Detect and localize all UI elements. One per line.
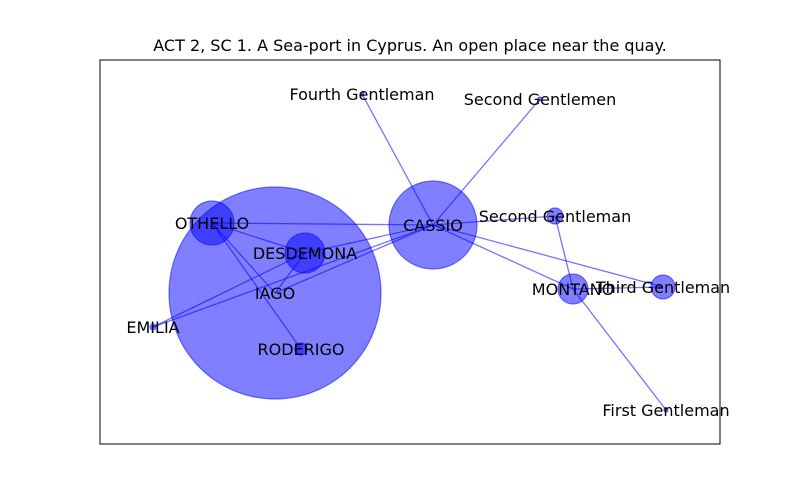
node-first-gentleman xyxy=(663,407,669,413)
node-fourth-gentleman xyxy=(359,91,365,97)
edge-montano-first-gentleman xyxy=(572,288,667,411)
node-othello xyxy=(189,200,235,246)
node-emilia xyxy=(149,323,157,331)
node-second-gentlemen xyxy=(537,96,543,102)
node-label-iago: IAGO xyxy=(255,284,295,303)
node-label-montano: MONTANO xyxy=(532,280,614,299)
node-third-gentleman xyxy=(650,274,676,300)
node-second-gentleman xyxy=(546,207,564,225)
node-label-first-gentleman: First Gentleman xyxy=(602,401,729,420)
chart-title: ACT 2, SC 1. A Sea-port in Cyprus. An op… xyxy=(153,36,667,55)
node-label-desdemona: DESDEMONA xyxy=(253,244,357,263)
plot-frame xyxy=(99,59,721,445)
node-label-fourth-gentleman: Fourth Gentleman xyxy=(289,85,434,104)
node-desdemona xyxy=(284,232,326,274)
node-label-cassio: CASSIO xyxy=(403,216,463,235)
nodes-layer xyxy=(149,91,676,413)
node-cassio xyxy=(388,180,478,270)
node-label-roderigo: RODERIGO xyxy=(258,340,345,359)
node-montano xyxy=(557,273,589,305)
node-label-emilia: EMILIA xyxy=(126,318,179,337)
node-label-third-gentleman: Third Gentleman xyxy=(595,278,730,297)
node-label-othello: OTHELLO xyxy=(175,214,249,233)
node-roderigo xyxy=(294,342,308,356)
node-label-second-gentleman: Second Gentleman xyxy=(479,207,631,226)
node-label-second-gentlemen: Second Gentlemen xyxy=(464,90,616,109)
